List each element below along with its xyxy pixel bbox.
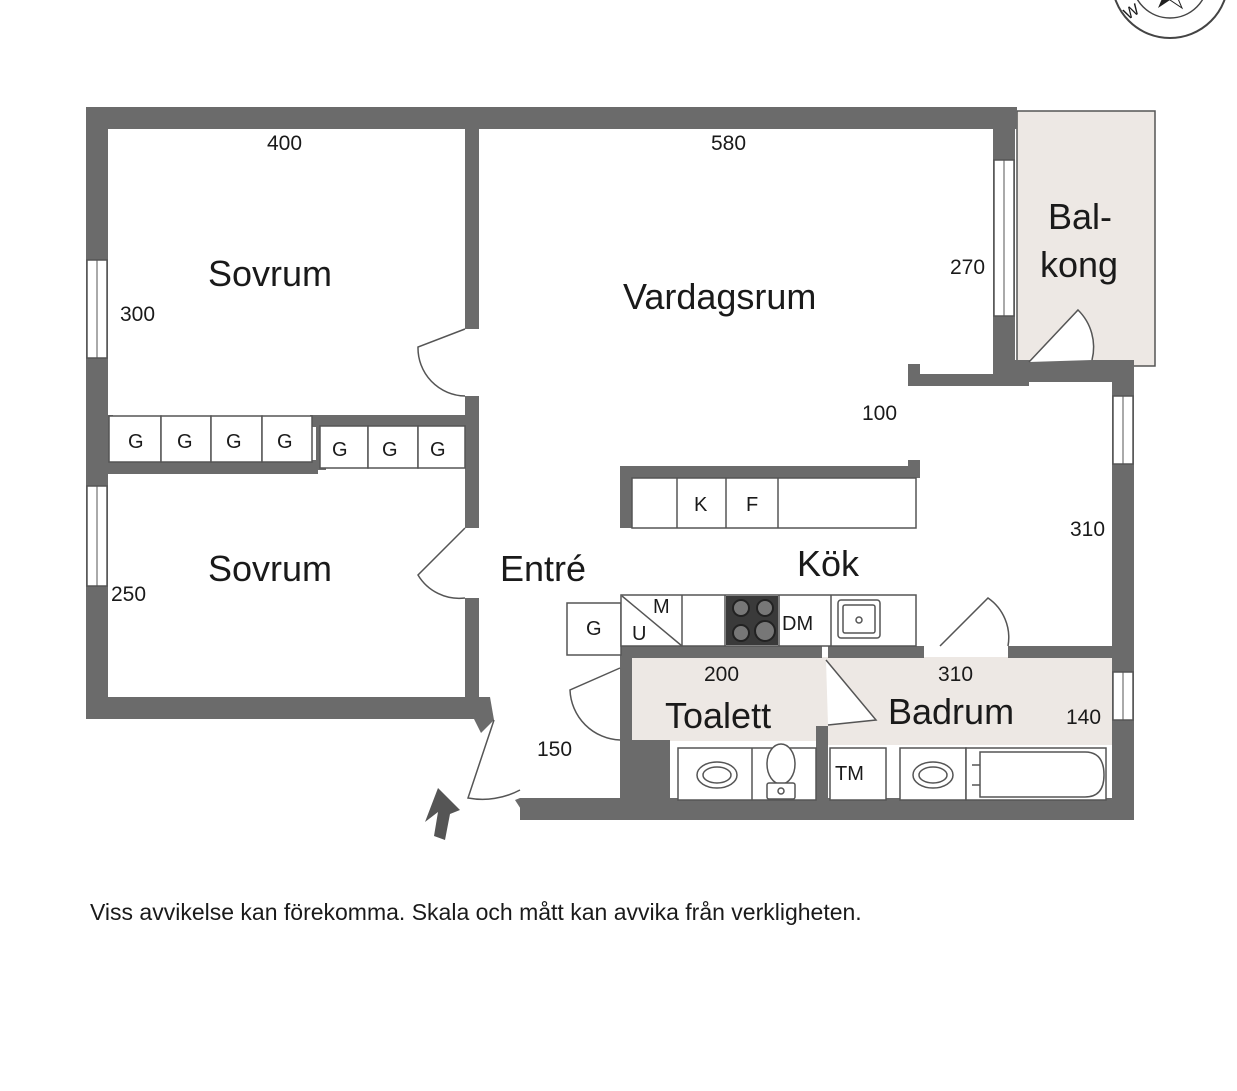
dim-sovrum-width: 400 xyxy=(267,132,302,155)
badrum-sink-icon xyxy=(912,761,954,789)
wardrobe-label: G xyxy=(177,431,193,453)
wardrobe-label: G xyxy=(128,431,144,453)
interior-walls xyxy=(108,129,1112,800)
dim-sovrum-top-depth: 300 xyxy=(120,303,155,326)
wardrobe-label: G xyxy=(382,439,398,461)
dim-sovrum-bottom-depth: 250 xyxy=(111,583,146,606)
kitchen-upper-row xyxy=(631,477,917,529)
room-label-badrum: Badrum xyxy=(888,691,1014,732)
dim-toalett-width: 200 xyxy=(704,663,739,686)
wardrobe-7 xyxy=(417,425,466,469)
freezer-label: F xyxy=(746,494,758,516)
dim-vardagsrum-width: 580 xyxy=(711,132,746,155)
toalett-floor xyxy=(622,657,826,741)
door-entre xyxy=(467,719,521,801)
dim-badrum-depth: 140 xyxy=(1066,706,1101,729)
door-toalett xyxy=(569,667,621,741)
toalett-sink-icon xyxy=(696,761,738,789)
bathtub-icon xyxy=(972,751,1105,798)
washer xyxy=(829,747,887,801)
dim-passage: 100 xyxy=(862,402,897,425)
room-label-vardagsrum: Vardagsrum xyxy=(623,276,816,317)
wardrobe-label: G xyxy=(332,439,348,461)
window-glass xyxy=(96,160,1124,720)
washer-label: TM xyxy=(835,763,864,785)
wardrobe-label: G xyxy=(430,439,446,461)
dim-kok-depth: 310 xyxy=(1070,518,1105,541)
room-label-sovrum-top: Sovrum xyxy=(208,253,332,294)
room-label-sovrum-bottom: Sovrum xyxy=(208,548,332,589)
wardrobe-3 xyxy=(210,415,263,463)
wardrobe-6 xyxy=(367,425,419,469)
disclaimer-text: Viss avvikelse kan förekomma. Skala och … xyxy=(90,899,862,925)
room-label-balkong-2: kong xyxy=(1040,244,1118,285)
wardrobes xyxy=(108,415,622,656)
windows xyxy=(86,159,1134,721)
oven-label: U xyxy=(632,623,646,645)
wardrobe-label: G xyxy=(226,431,242,453)
doors xyxy=(417,308,1095,801)
wardrobe-label: G xyxy=(277,431,293,453)
microwave-label: M xyxy=(653,596,670,618)
dim-badrum-width: 310 xyxy=(938,663,973,686)
room-label-kok: Kök xyxy=(797,543,860,584)
entrance-arrow-icon xyxy=(425,788,460,840)
wardrobe-4 xyxy=(261,415,313,463)
stove-icon xyxy=(726,596,778,645)
door-sovrum-top xyxy=(417,328,466,397)
toilet-icon xyxy=(766,743,796,800)
dim-entre-width: 150 xyxy=(537,738,572,761)
wardrobe-label: G xyxy=(586,618,602,640)
dishwasher-label: DM xyxy=(782,613,813,635)
badrum-floor xyxy=(826,657,1112,745)
door-kok-badrum xyxy=(939,597,1010,647)
room-label-entre: Entré xyxy=(500,548,586,589)
compass-icon: W xyxy=(1114,0,1226,39)
fridge-label: K xyxy=(694,494,708,516)
door-sovrum-bottom xyxy=(417,527,466,600)
wardrobe-5 xyxy=(319,425,369,469)
door-badrum xyxy=(825,659,878,726)
room-label-balkong-1: Bal- xyxy=(1048,196,1112,237)
kitchen-sink-icon xyxy=(837,599,881,639)
room-label-toalett: Toalett xyxy=(665,695,771,736)
dim-vardagsrum-depth: 270 xyxy=(950,256,985,279)
door-balkong xyxy=(1028,308,1095,363)
